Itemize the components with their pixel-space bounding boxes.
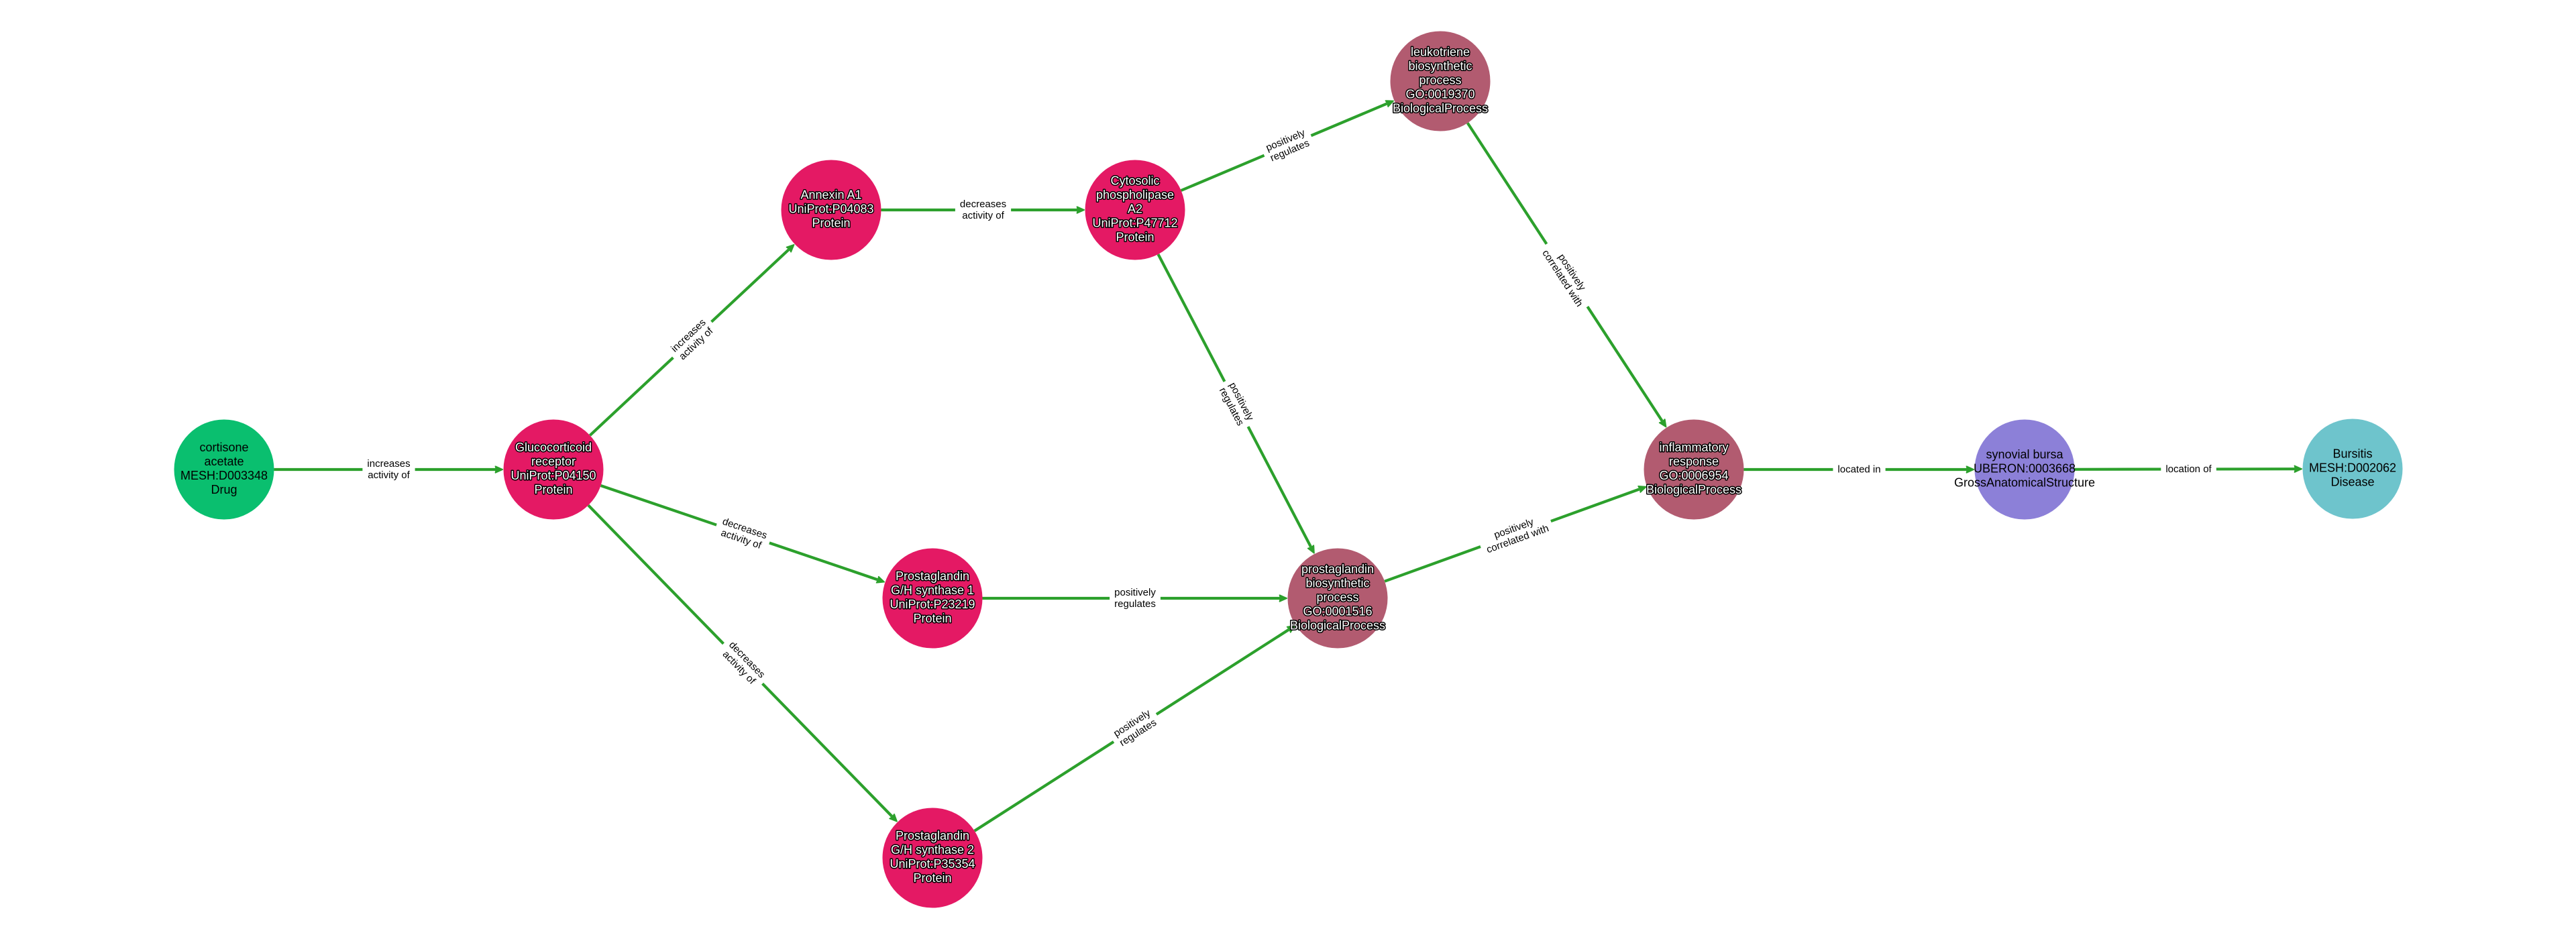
svg-text:phospholipase: phospholipase bbox=[1096, 188, 1174, 202]
svg-text:decreases: decreases bbox=[960, 199, 1006, 210]
svg-text:biosynthetic: biosynthetic bbox=[1408, 60, 1472, 73]
svg-text:UniProt:P04083: UniProt:P04083 bbox=[788, 203, 873, 216]
svg-text:Bursitis: Bursitis bbox=[2332, 447, 2372, 461]
svg-text:UBERON:0003668: UBERON:0003668 bbox=[1974, 462, 2076, 476]
svg-text:MESH:D003348: MESH:D003348 bbox=[180, 469, 268, 482]
svg-text:BiologicalProcess: BiologicalProcess bbox=[1393, 102, 1488, 115]
svg-text:BiologicalProcess: BiologicalProcess bbox=[1290, 619, 1385, 632]
svg-text:GrossAnatomicalStructure: GrossAnatomicalStructure bbox=[1954, 476, 2095, 490]
svg-text:G/H synthase 2: G/H synthase 2 bbox=[891, 843, 974, 857]
svg-text:Drug: Drug bbox=[211, 483, 237, 496]
svg-text:Protein: Protein bbox=[913, 871, 951, 885]
svg-text:Protein: Protein bbox=[534, 483, 572, 496]
svg-text:inflammatory: inflammatory bbox=[1659, 441, 1728, 454]
svg-text:GO:0001516: GO:0001516 bbox=[1303, 605, 1372, 618]
svg-text:Annexin A1: Annexin A1 bbox=[800, 188, 861, 202]
svg-text:UniProt:P23219: UniProt:P23219 bbox=[890, 598, 975, 611]
svg-text:UniProt:P35354: UniProt:P35354 bbox=[890, 857, 975, 871]
svg-text:Protein: Protein bbox=[812, 217, 850, 230]
svg-text:MESH:D002062: MESH:D002062 bbox=[2309, 461, 2396, 475]
svg-text:Protein: Protein bbox=[1116, 231, 1154, 244]
svg-text:process: process bbox=[1316, 591, 1358, 604]
svg-text:GO:0006954: GO:0006954 bbox=[1659, 469, 1728, 482]
svg-text:positively: positively bbox=[1114, 587, 1156, 598]
svg-text:UniProt:P47712: UniProt:P47712 bbox=[1092, 217, 1177, 230]
svg-text:prostaglandin: prostaglandin bbox=[1301, 563, 1374, 576]
svg-text:leukotriene: leukotriene bbox=[1411, 46, 1470, 59]
svg-text:activity of: activity of bbox=[962, 210, 1004, 221]
svg-text:Disease: Disease bbox=[2330, 476, 2374, 489]
svg-text:A2: A2 bbox=[1128, 203, 1142, 216]
svg-text:process: process bbox=[1419, 74, 1461, 87]
svg-text:regulates: regulates bbox=[1114, 598, 1156, 610]
svg-text:UniProt:P04150: UniProt:P04150 bbox=[511, 469, 596, 482]
svg-text:synovial bursa: synovial bursa bbox=[1986, 448, 2063, 461]
svg-text:acetate: acetate bbox=[204, 455, 244, 468]
svg-text:Cytosolic: Cytosolic bbox=[1110, 174, 1159, 188]
svg-text:increases: increases bbox=[367, 458, 410, 470]
svg-text:cortisone: cortisone bbox=[199, 441, 248, 454]
svg-text:Prostaglandin: Prostaglandin bbox=[896, 829, 969, 842]
svg-text:biosynthetic: biosynthetic bbox=[1305, 577, 1369, 590]
svg-text:location of: location of bbox=[2165, 463, 2212, 475]
svg-text:BiologicalProcess: BiologicalProcess bbox=[1646, 483, 1741, 496]
svg-text:receptor: receptor bbox=[531, 455, 576, 468]
svg-text:Prostaglandin: Prostaglandin bbox=[896, 569, 969, 583]
svg-text:Glucocorticoid: Glucocorticoid bbox=[515, 441, 592, 454]
svg-text:G/H synthase 1: G/H synthase 1 bbox=[891, 584, 974, 597]
svg-text:Protein: Protein bbox=[913, 612, 951, 625]
svg-text:response: response bbox=[1669, 455, 1719, 468]
svg-text:GO:0019370: GO:0019370 bbox=[1405, 88, 1474, 101]
svg-text:activity of: activity of bbox=[368, 470, 410, 481]
svg-text:located in: located in bbox=[1837, 464, 1880, 476]
